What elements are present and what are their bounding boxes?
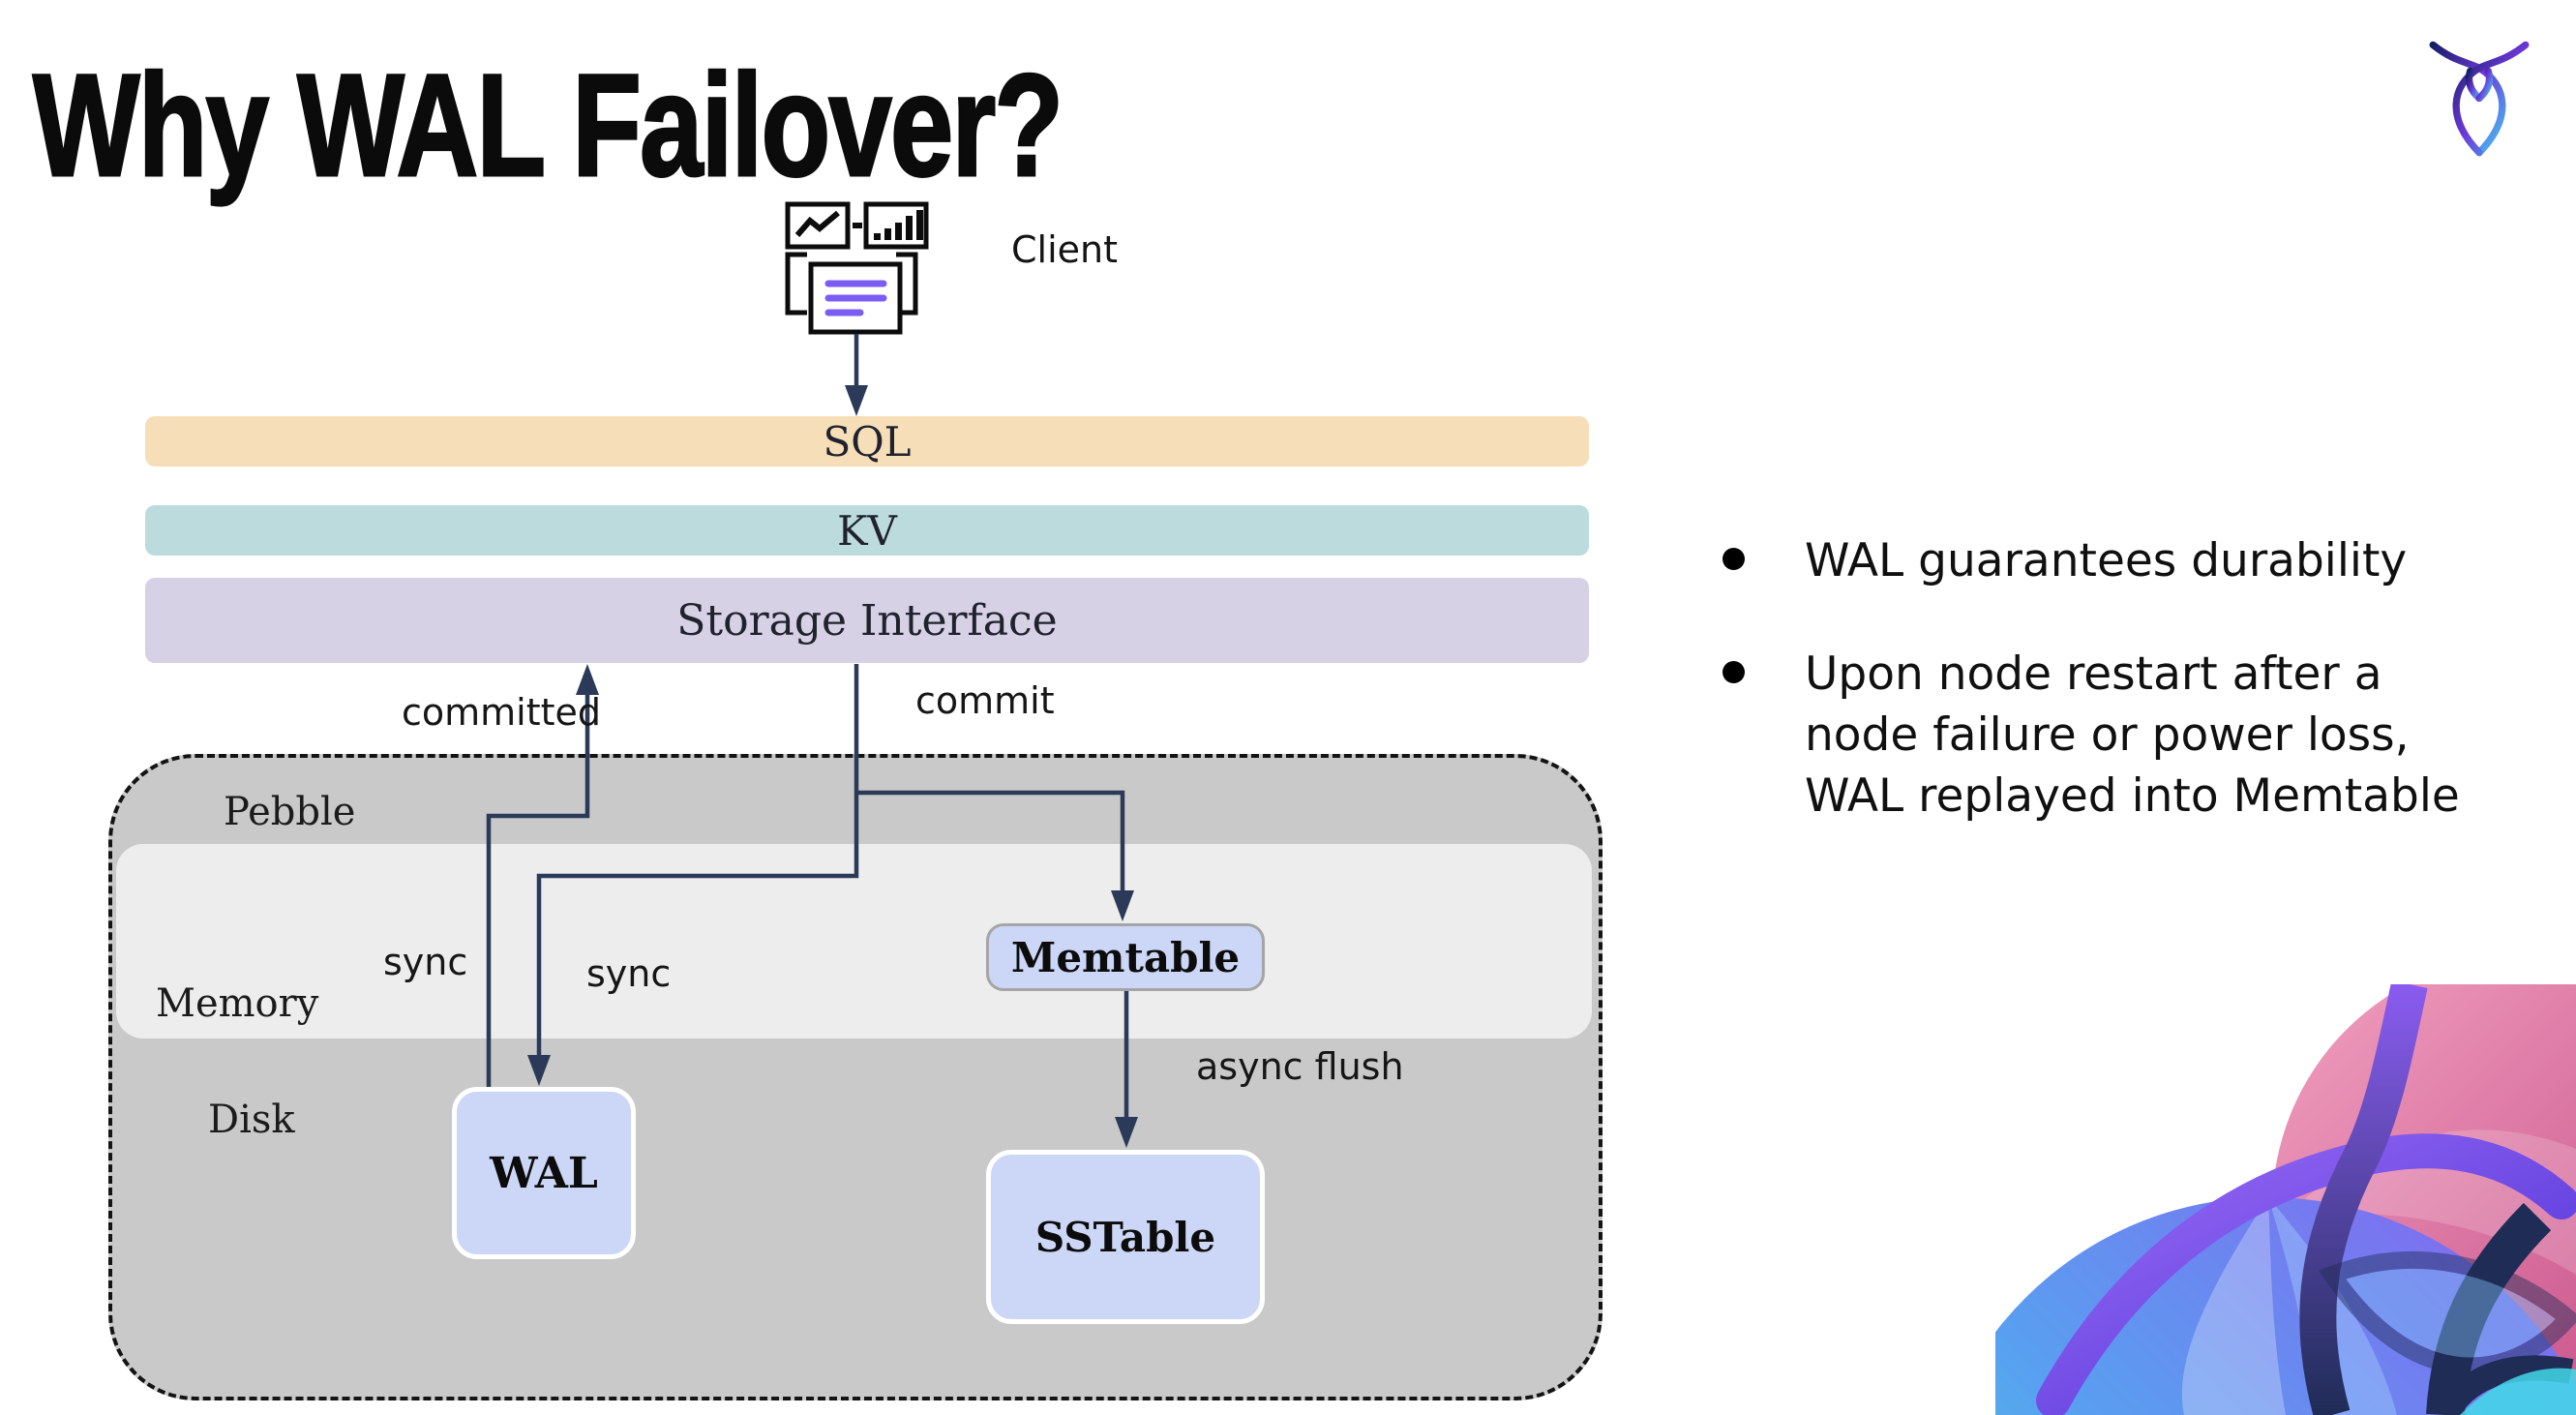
sync-left-edge-label: sync [383,941,468,983]
bar-chart-icon [863,201,929,250]
disk-label: Disk [208,1098,295,1142]
wal-label: WAL [490,1148,598,1198]
client-to-sql-arrow [845,334,868,416]
cockroach-logo-icon [2429,41,2530,157]
memtable-label: Memtable [1010,933,1241,981]
client-label: Client [1011,228,1119,271]
layer-storage-interface: Storage Interface [145,578,1589,663]
dash-connector [853,223,862,228]
bullet-text: WAL guarantees durability [1805,534,2408,587]
wal-node: WAL [452,1087,636,1259]
bullet-text: Upon node restart after a node failure o… [1805,647,2460,823]
bullet-dot-icon [1722,548,1745,570]
list-item: WAL guarantees durability [1722,530,2535,591]
document-icon [785,252,918,335]
memory-label: Memory [156,981,319,1026]
sstable-label: SSTable [1034,1213,1216,1261]
bullet-dot-icon [1722,661,1745,683]
committed-edge-label: committed [402,691,602,734]
brand-art [1995,984,2576,1415]
page-title: Why WAL Failover? [32,44,1064,206]
list-item: Upon node restart after a node failure o… [1722,644,2535,827]
client-icon [785,201,929,335]
sstable-node: SSTable [986,1150,1265,1324]
layer-kv-label: KV [837,506,897,555]
line-chart-icon [785,201,851,250]
layer-sql-label: SQL [823,417,912,466]
memtable-node: Memtable [986,923,1265,991]
layer-storage-label: Storage Interface [676,595,1058,646]
sync-right-edge-label: sync [586,952,672,995]
layer-kv: KV [145,505,1589,556]
pebble-label: Pebble [224,790,356,834]
layer-sql: SQL [145,416,1589,467]
async-flush-edge-label: async flush [1196,1045,1404,1088]
commit-edge-label: commit [915,679,1055,722]
bullet-list: WAL guarantees durability Upon node rest… [1722,530,2535,827]
memory-band [116,844,1592,1039]
